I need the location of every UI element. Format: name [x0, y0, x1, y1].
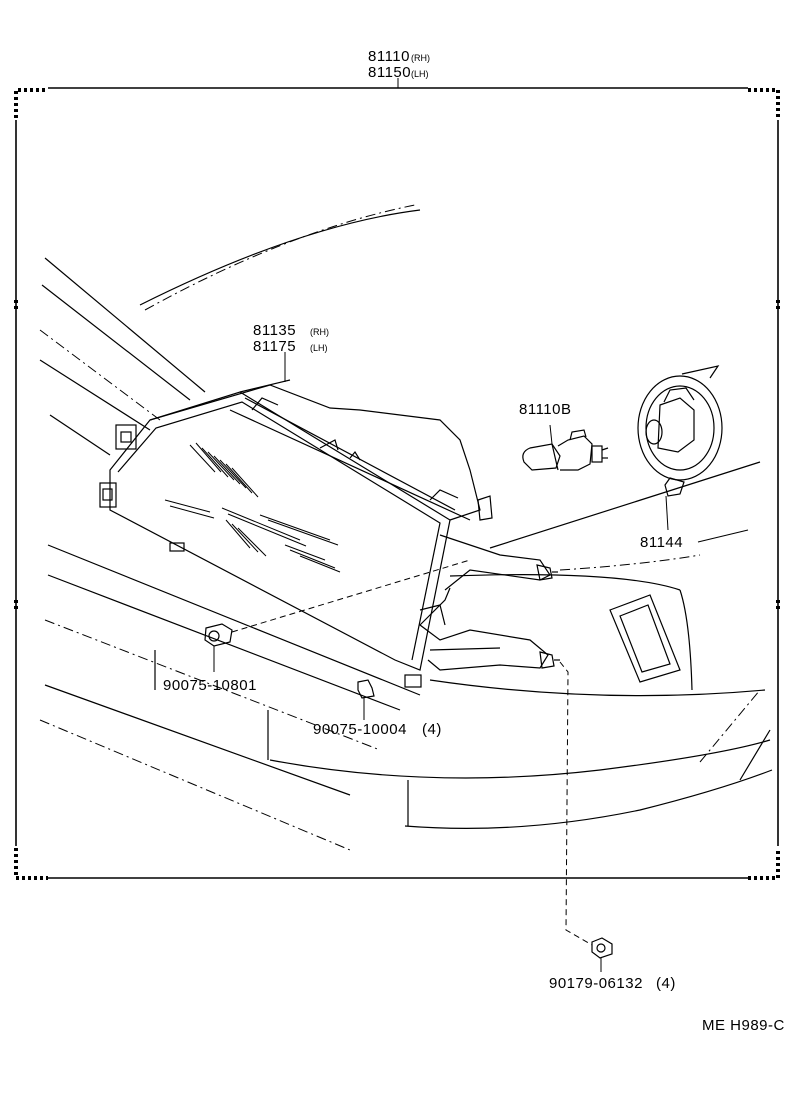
lens-part-lh: 81175 — [253, 338, 296, 355]
nut-part-label: 90179-06132 — [549, 975, 643, 992]
lens-part-rh: 81135 — [253, 322, 296, 339]
lens-label: 81135 (RH) 81175 (LH) — [253, 322, 329, 382]
assembly-suffix-lh: (LH) — [411, 69, 429, 79]
lens-suffix-rh: (RH) — [310, 327, 329, 337]
nut-illustration — [591, 937, 613, 972]
assembly-frame — [14, 78, 780, 880]
mounting-tab — [115, 424, 137, 450]
fastener-b-part-label: 90075-10004 — [313, 721, 407, 738]
socket-cover-part-label: 81144 — [640, 534, 683, 551]
assembly-label: 81110 (RH) 81150 (LH) — [368, 48, 430, 81]
vehicle-body-outline — [39, 204, 773, 851]
bulb-illustration — [522, 424, 609, 471]
bulb-part-label: 81110B — [519, 401, 572, 418]
headlamp-unit — [99, 379, 560, 688]
assembly-suffix-rh: (RH) — [411, 53, 430, 63]
lens-pattern — [164, 442, 341, 573]
lens-suffix-lh: (LH) — [310, 343, 328, 353]
fastener-a-illustration — [204, 559, 471, 672]
fastener-a-part-label: 90075-10801 — [163, 677, 257, 694]
fastener-b-illustration — [357, 679, 375, 720]
nut-qty: (4) — [656, 975, 676, 992]
socket-cover-illustration — [637, 365, 723, 531]
headlamp-lens — [109, 391, 451, 671]
side-marker-lamp — [609, 594, 681, 683]
assembly-part-lh: 81150 — [368, 64, 411, 81]
mounting-tab — [99, 482, 117, 508]
diagram-code: ME H989-C — [702, 1017, 785, 1034]
assembly-part-rh: 81110 — [368, 48, 410, 65]
fastener-b-qty: (4) — [422, 721, 442, 738]
